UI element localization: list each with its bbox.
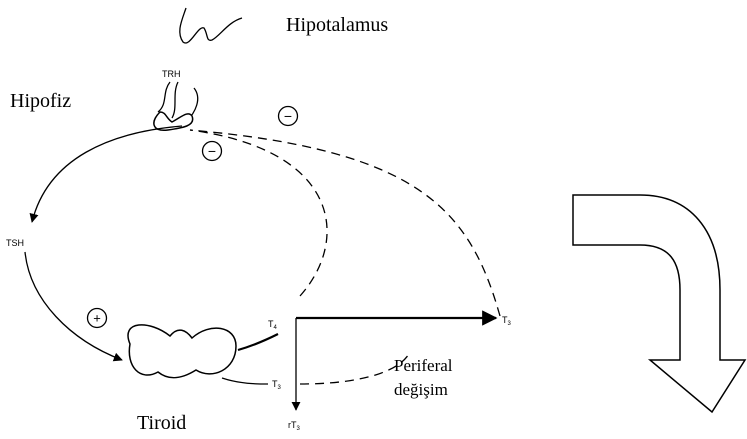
hypothalamus-shape [180,8,242,43]
tsh-pathway-line [32,126,182,222]
t3-feedback-dashed-line [190,130,500,316]
thyroid-to-t4-line [238,334,278,350]
thyroid-label: Tiroid [137,412,186,434]
negative-feedback-sign-2: − [203,142,222,161]
svg-text:−: − [208,143,216,159]
t3-peripheral-label: T3 [502,315,512,327]
svg-text:T4: T4 [268,319,278,331]
pituitary-label: Hipofiz [10,90,71,112]
svg-text:T3: T3 [272,379,282,391]
svg-text:+: + [93,311,101,326]
thyroid-to-t3-line [222,378,268,384]
tsh-label: TSH [6,238,24,248]
svg-text:−: − [284,108,292,124]
t4-label: T4 [268,319,278,331]
trh-label: TRH [162,69,181,79]
thyroid-gland [128,325,236,378]
svg-text:T3: T3 [502,315,512,327]
curved-block-arrow [573,195,745,412]
peripheral-label-line1: Periferal [394,356,453,375]
svg-text:rT3: rT3 [288,420,301,432]
negative-feedback-sign-1: − [279,107,298,126]
t3-thyroid-label: T3 [272,379,282,391]
peripheral-label-line2: değişim [394,380,448,399]
tsh-to-thyroid-line [25,252,122,360]
hypothalamus-label: Hipotalamus [286,14,388,36]
positive-stimulation-sign: + [88,309,107,328]
rt3-label: rT3 [288,420,301,432]
